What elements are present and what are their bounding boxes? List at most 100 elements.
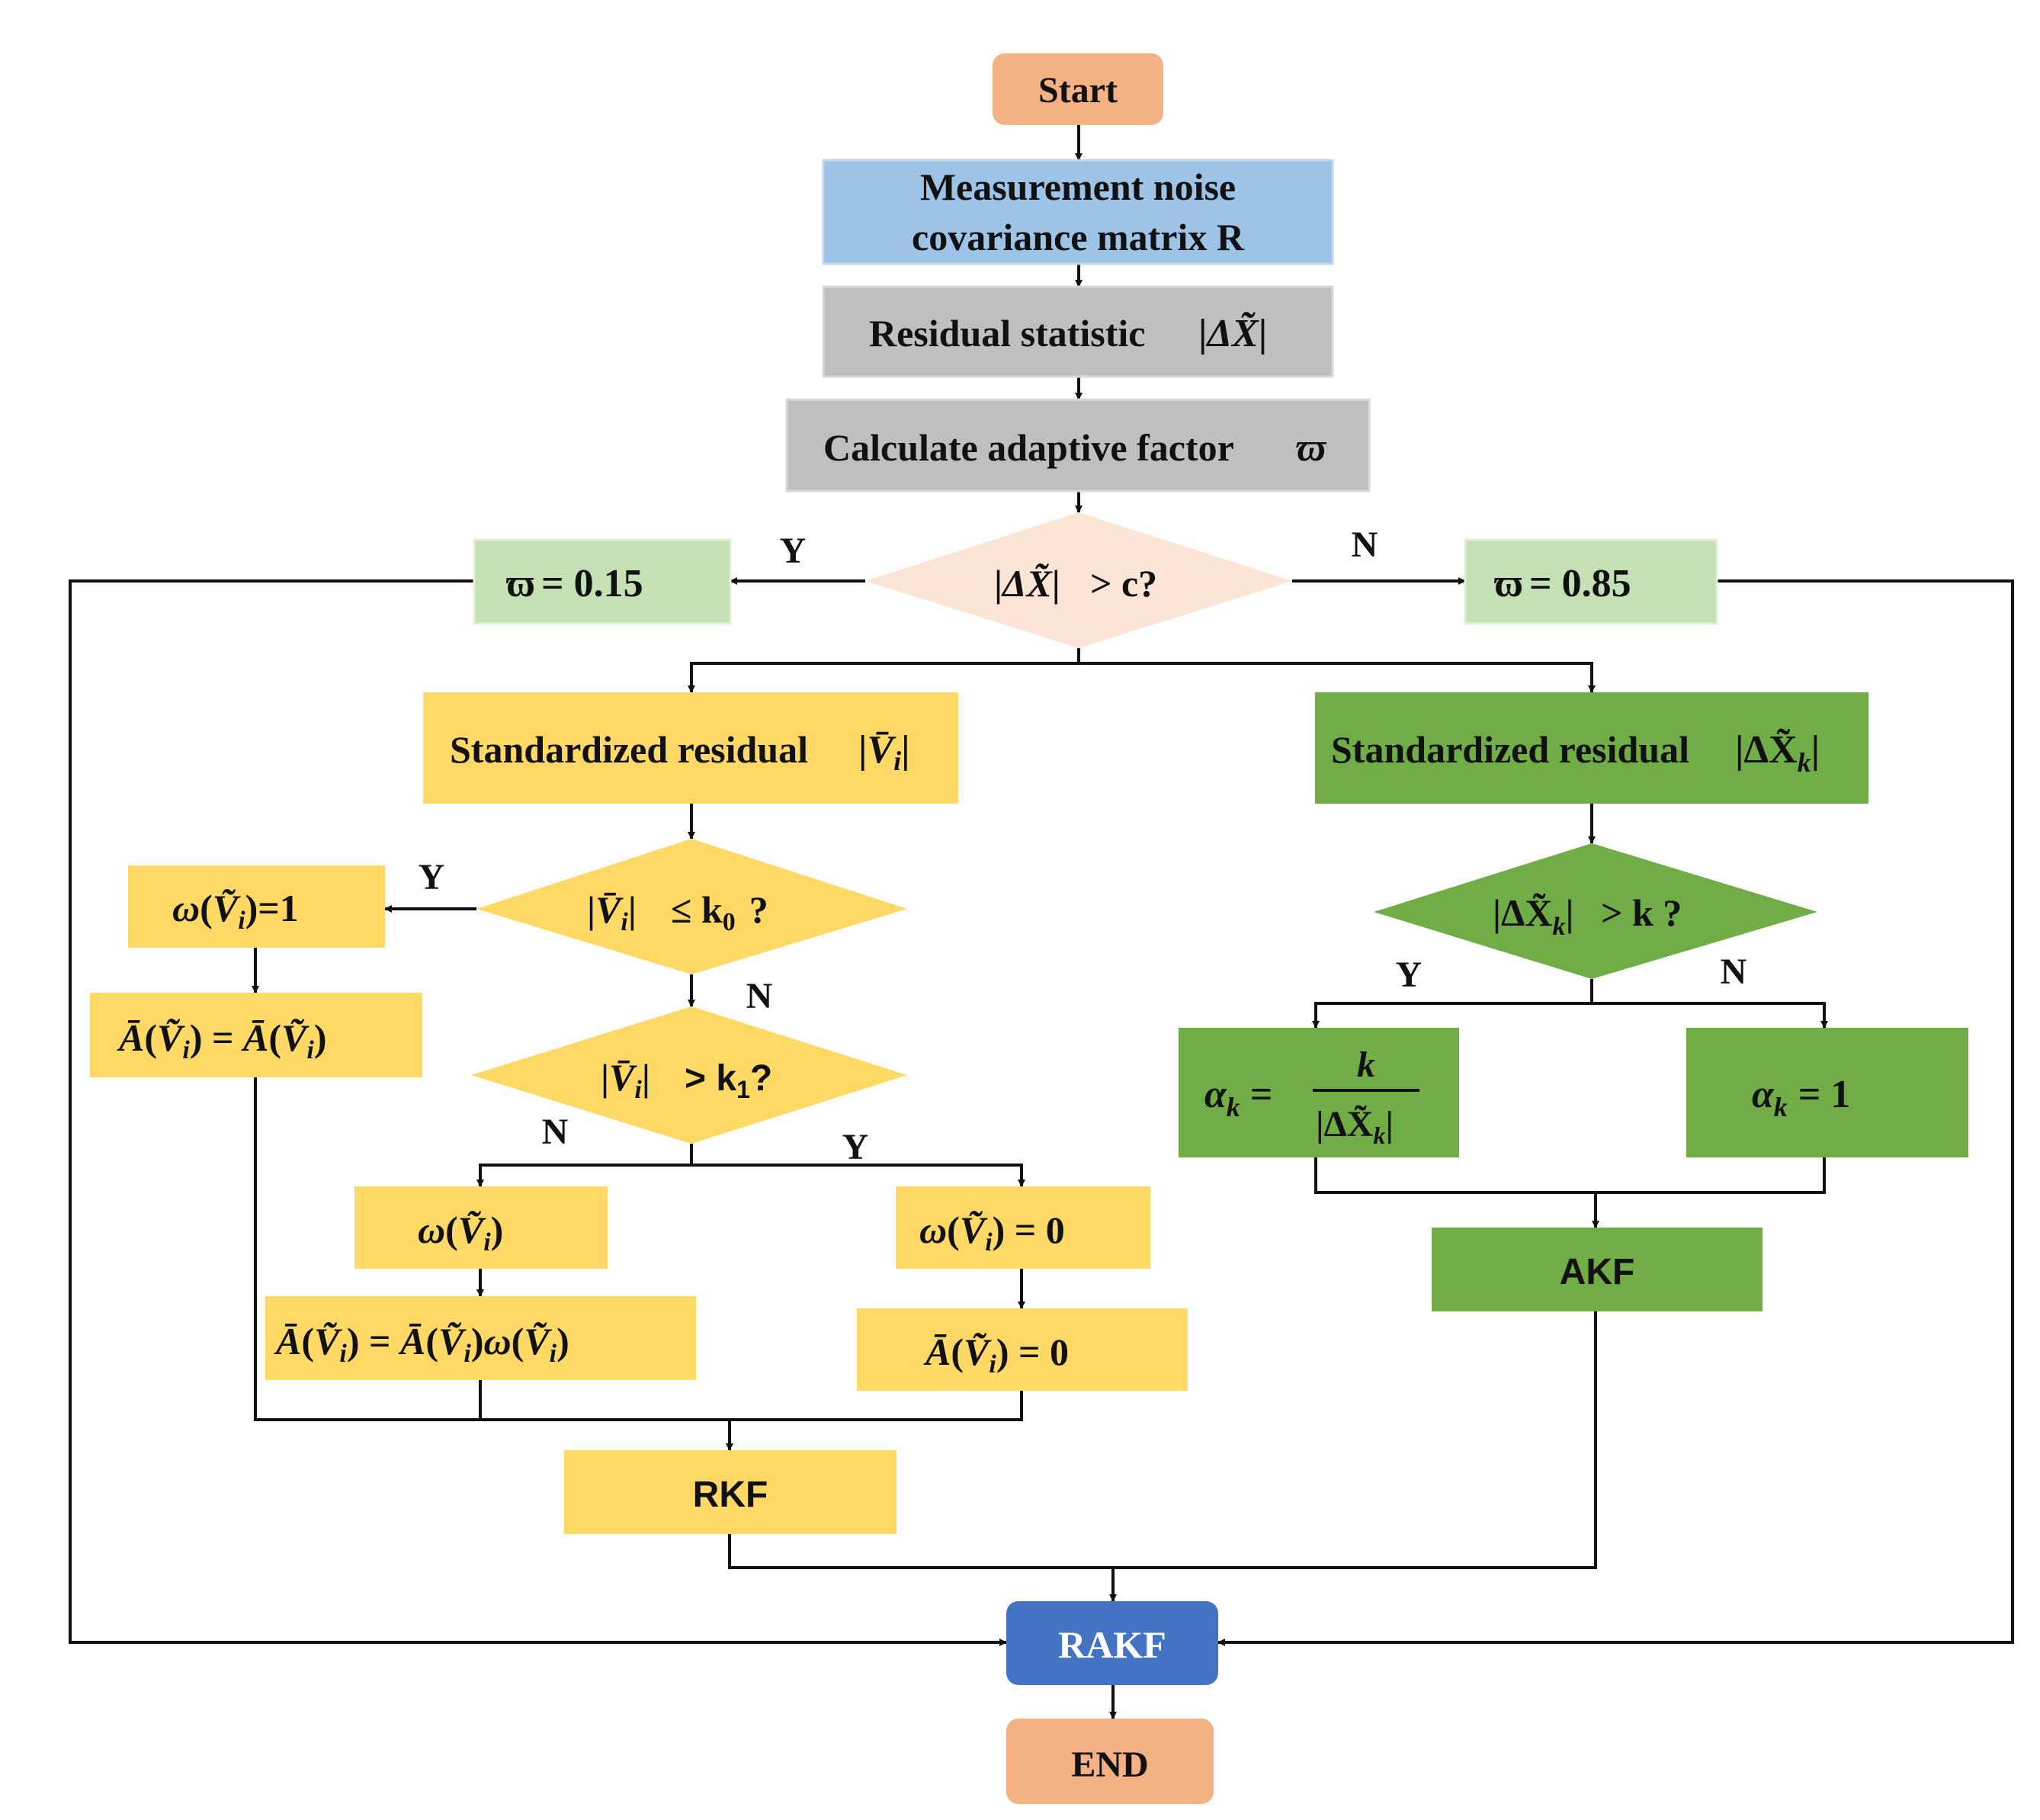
omega-one-symbol: ω(Ṽi)=1 <box>172 887 299 935</box>
akf-node: AKF <box>1432 1228 1763 1311</box>
omega-zero-shape <box>896 1186 1150 1269</box>
edge-label-n-c: N <box>1352 525 1378 565</box>
edge-left-merge <box>254 1077 1023 1421</box>
weight-085-symbol: ϖ <box>1494 562 1523 605</box>
end-shape <box>1006 1719 1214 1804</box>
decision-c-symbol: |ΔX̃| <box>994 562 1060 605</box>
residual-statistic-node: Residual statistic |ΔX̃| <box>822 285 1334 378</box>
calculate-adaptive-node: Calculate adaptive factor ϖ <box>785 398 1371 493</box>
akf-shape <box>1432 1228 1763 1311</box>
omega-one-label: )=1 <box>245 887 299 929</box>
decision-k-shape <box>1374 843 1817 979</box>
std-residual-left-label: Standardized residual <box>450 728 808 771</box>
edge-alpha-merge <box>1314 1157 1826 1194</box>
decision-k1-shape <box>471 1006 907 1144</box>
alpha-one-node: αk= 1 <box>1686 1028 1968 1157</box>
abar-zero-label: ) = 0 <box>996 1330 1069 1373</box>
start-node: Start <box>993 53 1163 125</box>
weight-015-label: = 0.15 <box>541 562 643 605</box>
abar-identity-node: Ā(Ṽi) = Ā(Ṽi) <box>90 993 422 1077</box>
calculate-adaptive-shape <box>785 398 1371 493</box>
edge-label-y-c: Y <box>780 531 807 571</box>
measurement-label-line2: covariance matrix R <box>912 216 1245 258</box>
weight-015-shape <box>473 538 732 625</box>
weight-085-label: = 0.85 <box>1529 562 1631 605</box>
edge-k1-yes <box>691 1164 1025 1187</box>
weight-085-node: ϖ = 0.85 <box>1464 538 1718 625</box>
edge-split-right <box>1079 662 1596 693</box>
edge-k-yes <box>1312 979 1593 1029</box>
start-label: Start <box>1038 70 1118 111</box>
edge-k-no <box>1592 1002 1828 1029</box>
decision-k1-label: > k1? <box>685 1058 772 1103</box>
measurement-label-line1: Measurement noise <box>920 165 1236 208</box>
decision-k0-shape <box>476 839 907 974</box>
edge-label-n-k0: N <box>746 976 773 1016</box>
edge-label-y-k1: Y <box>842 1127 869 1167</box>
residual-statistic-shape <box>822 285 1334 378</box>
residual-statistic-symbol: |ΔX̃| <box>1198 312 1267 355</box>
edge-k1-no <box>476 1144 693 1187</box>
end-node: END <box>1006 1719 1214 1804</box>
abar-weighted-node: Ā(Ṽi) = Ā(Ṽi)ω(Ṽi) <box>265 1296 696 1380</box>
omega-shape <box>354 1186 608 1269</box>
std-residual-left-symbol: |V̄i| <box>858 728 910 776</box>
residual-statistic-label: Residual statistic <box>869 312 1146 355</box>
alpha-ratio-numerator: k <box>1357 1045 1375 1085</box>
abar-zero-formula: Ā(Ṽi) = 0 <box>923 1330 1069 1379</box>
decision-k-node: |ΔX̃k| > k ? <box>1374 843 1817 979</box>
decision-c-label: > c? <box>1090 562 1157 605</box>
abar-identity-formula: Ā(Ṽi) = Ā(Ṽi) <box>117 1016 326 1064</box>
measurement-node: Measurement noise covariance matrix R <box>822 159 1334 265</box>
decision-k1-symbol: |V̄i| <box>601 1056 650 1104</box>
omega-node: ω(Ṽi) <box>354 1186 608 1269</box>
edge-split-left <box>688 648 1080 693</box>
abar-weighted-shape <box>265 1296 696 1380</box>
edge-w015-to-rakf <box>69 579 1007 1646</box>
edge-label-n-k: N <box>1721 952 1747 992</box>
decision-k1-node: |V̄i| > k1? <box>471 1006 907 1144</box>
weight-085-shape <box>1464 538 1718 625</box>
alpha-ratio-node: αk = k |ΔX̃k| <box>1179 1028 1459 1157</box>
alpha-ratio-denominator: |ΔX̃k| <box>1316 1104 1394 1149</box>
rakf-shape <box>1006 1601 1218 1685</box>
abar-weighted-formula: Ā(Ṽi) = Ā(Ṽi)ω(Ṽi) <box>274 1320 569 1368</box>
omega-zero-formula: ω(Ṽi) = 0 <box>919 1209 1065 1257</box>
start-shape <box>993 53 1163 125</box>
alpha-one-shape <box>1686 1028 1968 1157</box>
calculate-adaptive-label: Calculate adaptive factor <box>823 426 1234 469</box>
std-residual-left-node: Standardized residual |V̄i| <box>423 692 958 804</box>
decision-k-label: > k ? <box>1601 891 1682 934</box>
edge-labels: Y N Y N N Y Y N <box>419 525 1747 1167</box>
abar-identity-shape <box>90 993 422 1077</box>
rkf-shape <box>564 1450 897 1534</box>
akf-label: AKF <box>1560 1252 1635 1292</box>
connectors <box>69 125 2014 1719</box>
std-residual-right-label: Standardized residual <box>1331 728 1689 771</box>
decision-k-symbol: |ΔX̃k| <box>1493 891 1574 941</box>
edge-label-y-k0: Y <box>419 857 445 897</box>
alpha-one-label: = 1 <box>1798 1073 1851 1116</box>
edge-label-y-k: Y <box>1396 955 1423 995</box>
rkf-node: RKF <box>564 1450 897 1534</box>
std-residual-left-shape <box>423 692 958 804</box>
end-label: END <box>1071 1745 1148 1785</box>
abar-zero-shape <box>857 1308 1188 1391</box>
decision-k0-label: ≤ k0? <box>671 888 768 936</box>
std-residual-right-shape <box>1315 692 1868 804</box>
rkf-label: RKF <box>693 1475 768 1515</box>
decision-k0-node: |V̄i| ≤ k0? <box>476 839 907 974</box>
rakf-label: RAKF <box>1058 1623 1166 1666</box>
omega-one-node: ω(Ṽi)=1 <box>128 865 385 948</box>
omega-zero-node: ω(Ṽi) = 0 <box>896 1186 1150 1269</box>
alpha-one-formula: αk= 1 <box>1752 1073 1850 1122</box>
omega-zero-label: ) = 0 <box>993 1209 1065 1251</box>
alpha-ratio-shape <box>1179 1028 1459 1157</box>
weight-015-symbol: ϖ <box>506 562 535 605</box>
edge-label-n-k1: N <box>542 1112 569 1152</box>
weight-015-node: ϖ = 0.15 <box>473 538 732 625</box>
omega-formula: ω(Ṽi) <box>418 1209 503 1257</box>
edge-rkf-akf-merge <box>728 1311 1597 1569</box>
omega-one-shape <box>128 865 385 948</box>
